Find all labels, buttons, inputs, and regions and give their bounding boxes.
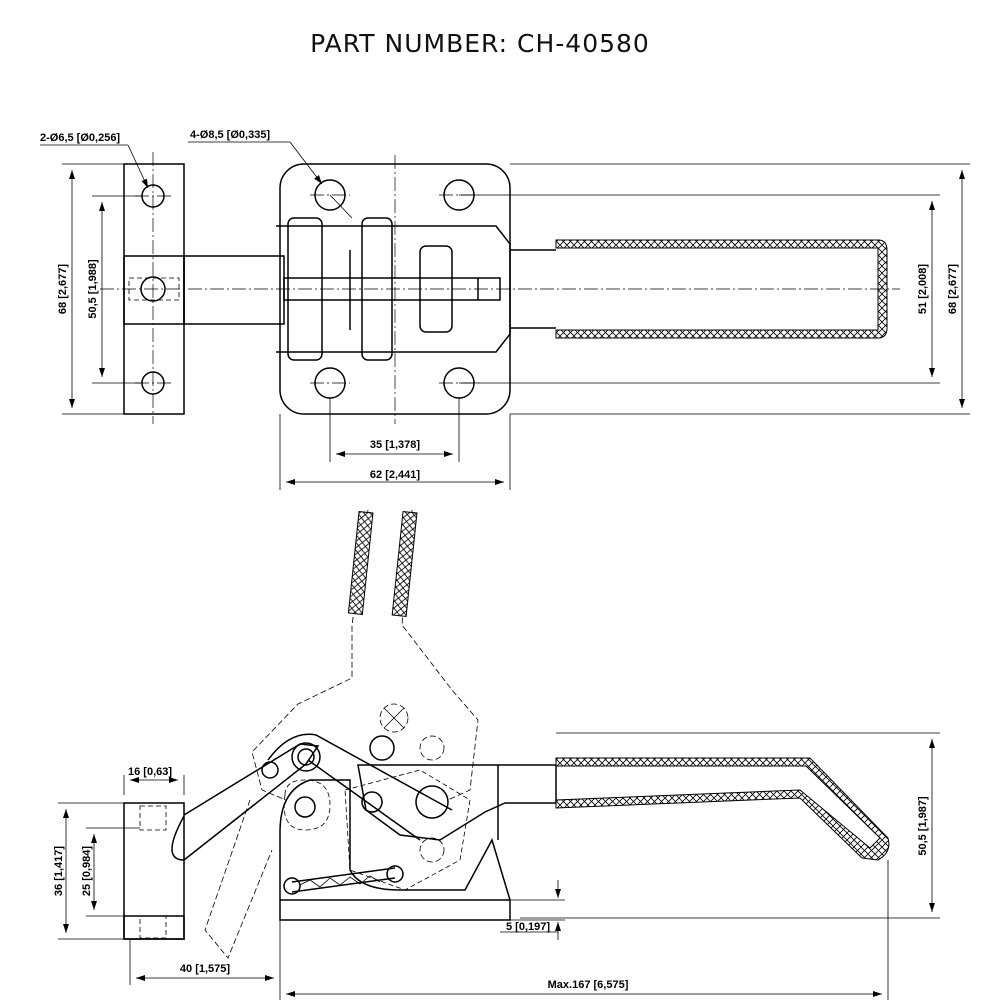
- base-body-side: [279, 765, 511, 921]
- spindle-rod-top: [183, 255, 285, 325]
- part-number-title: PART NUMBER: CH-40580: [310, 29, 650, 58]
- dim-spindle-width: 16 [0,63]: [128, 766, 172, 778]
- dim-spindle-reach: 40 [1,575]: [180, 963, 230, 975]
- dim-base-width-right: 68 [2,677]: [947, 264, 959, 314]
- dim-hole-pitch-left: 50,5 [1,988]: [87, 259, 99, 319]
- dim-handle-height: 50,5 [1,987]: [917, 796, 929, 856]
- dim-base-length-62: 62 [2,441]: [370, 469, 420, 481]
- dim-base-width-left: 68 [2,677]: [57, 264, 69, 314]
- handle-top: [510, 239, 888, 339]
- dim-spindle-height: 36 [1,417]: [53, 846, 65, 896]
- handle-open-position: [204, 509, 479, 959]
- dim-hole-spacing-35: 35 [1,378]: [370, 439, 420, 451]
- top-view-dimensions: [40, 141, 970, 490]
- dim-overall-length: Max.167 [6,575]: [548, 979, 629, 991]
- dim-spindle-offset: 25 [0,984]: [81, 846, 93, 896]
- handle-side: [357, 757, 890, 861]
- side-view: 16 [0,63] 36 [1,417] 25 [0,984] 50,5 [1,…: [53, 509, 940, 1000]
- linkage-side: [183, 733, 471, 891]
- top-view: 2-Ø6,5 [Ø0,256] 4-Ø8,5 [Ø0,335] 68 [2,67…: [40, 129, 970, 490]
- spindle-block-side: [123, 802, 185, 940]
- dim-large-holes: 4-Ø8,5 [Ø0,335]: [190, 129, 270, 141]
- dim-small-holes: 2-Ø6,5 [Ø0,256]: [40, 132, 120, 144]
- dim-hole-pitch-right: 51 [2,008]: [917, 264, 929, 314]
- side-view-dimensions: [58, 732, 940, 1000]
- dim-base-thickness: 5 [0,197]: [506, 921, 550, 933]
